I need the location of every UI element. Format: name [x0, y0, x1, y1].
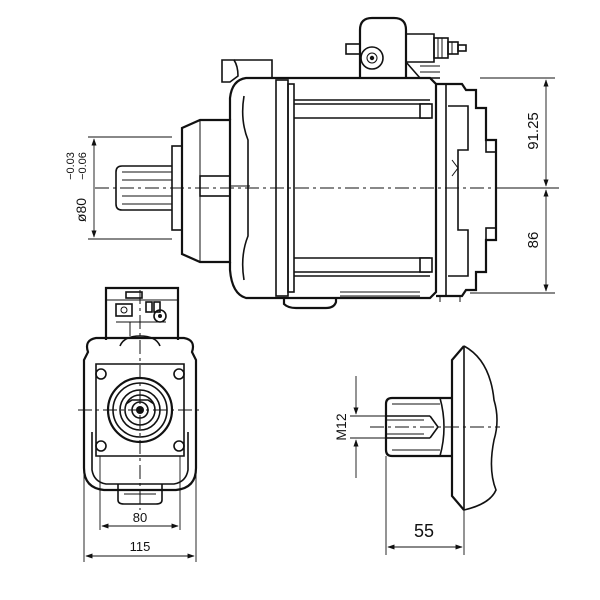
- detail-shaft: [384, 396, 452, 458]
- detail-flange-plate: [450, 345, 465, 511]
- dim-shaft-length: 55: [414, 521, 434, 541]
- front-bottom-port: [117, 484, 163, 505]
- dim-flange-width-outer: 115: [130, 539, 151, 554]
- side-housing: [221, 59, 438, 310]
- dim-thread-size: M12: [333, 413, 349, 440]
- front-square-flange: [95, 363, 185, 457]
- front-shaft: [106, 376, 174, 444]
- side-front-flange: [180, 118, 250, 264]
- dim-shaft-tolerance-upper: −0.03: [65, 152, 77, 180]
- front-housing: [82, 336, 198, 492]
- dim-flange-width-inner: 80: [133, 510, 147, 525]
- side-rear-cover: [436, 82, 498, 302]
- front-housing-inner-lower: [91, 432, 189, 485]
- detail-view: [350, 345, 500, 555]
- side-view: [88, 16, 560, 310]
- front-view: [78, 286, 200, 562]
- dim-height-bottom: 86: [525, 232, 542, 249]
- dim-height-top: 91.25: [525, 112, 542, 150]
- dim-shaft-diameter: ø80: [73, 198, 89, 222]
- front-regulator: [104, 286, 180, 340]
- front-housing-top-arc: [119, 335, 161, 347]
- front-flange-bolts: [95, 368, 185, 452]
- detail-break-line: [463, 345, 498, 511]
- dim-shaft-tolerance-lower: −0.06: [77, 152, 89, 180]
- side-regulator: [345, 16, 467, 79]
